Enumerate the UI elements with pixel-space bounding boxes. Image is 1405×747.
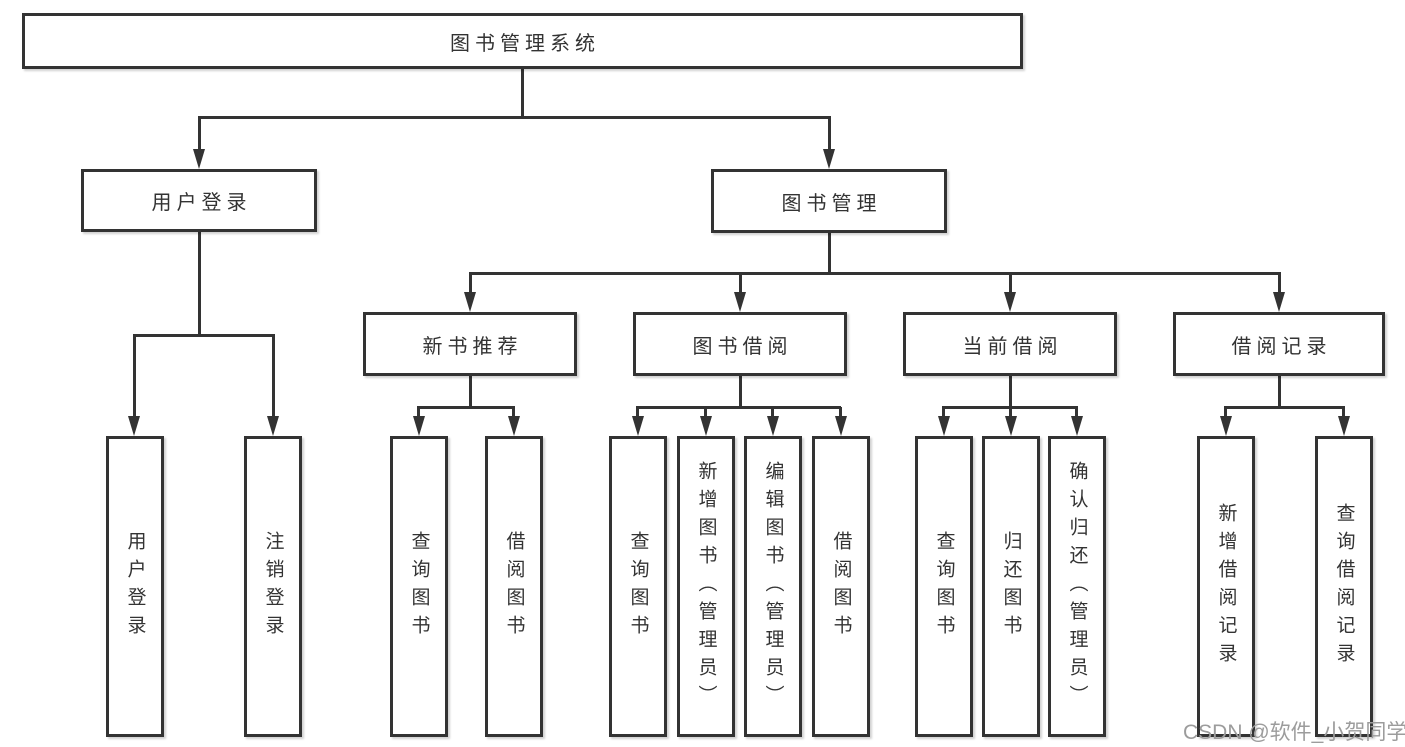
leaf-add-books-admin: 新增图书（管理员）: [677, 436, 735, 737]
edge-level3-rail: [468, 271, 1281, 275]
node-label: 借阅记录: [1231, 335, 1332, 358]
leaf-query-borrow-record: 查询借阅记录: [1315, 436, 1373, 737]
leaf-label: 借阅图书: [830, 530, 852, 643]
node-new-book-recommend: 新书推荐: [363, 312, 577, 376]
edge-to-new-book-recommend: [468, 273, 472, 293]
node-root-library-system: 图书管理系统: [22, 13, 1023, 69]
arrowhead-icon: [1337, 416, 1350, 436]
leaf-return-books: 归还图书: [982, 436, 1040, 737]
edge-leaf-drop: [1342, 407, 1345, 417]
csdn-watermark: CSDN @软件_小贺同学: [1183, 721, 1405, 744]
leaf-confirm-return-admin: 确认归还（管理员）: [1048, 436, 1106, 737]
leaf-label: 注销登录: [262, 530, 284, 643]
arrowhead-icon: [699, 416, 712, 436]
node-book-management: 图书管理: [711, 169, 947, 233]
edge-to-leaf-user-login: [132, 335, 136, 417]
edge-borrow-records-rail: [1224, 405, 1345, 409]
leaf-label: 查询借阅记录: [1333, 502, 1355, 671]
node-book-borrow: 图书借阅: [633, 312, 847, 376]
leaf-label: 编辑图书（管理员）: [762, 460, 784, 713]
node-label: 用户登录: [151, 192, 252, 214]
node-label: 新书推荐: [422, 335, 523, 358]
edge-leaf-drop: [512, 407, 515, 417]
edge-leaf-drop: [417, 407, 420, 417]
leaf-query-books-recommend: 查询图书: [390, 436, 448, 737]
edge-to-leaf-logout: [271, 335, 275, 417]
leaf-borrow-books-recommend: 借阅图书: [485, 436, 543, 737]
leaf-query-books-borrow: 查询图书: [609, 436, 667, 737]
edge-leaf-drop: [636, 407, 639, 417]
leaf-label: 新增借阅记录: [1215, 502, 1237, 671]
arrowhead-icon: [267, 416, 279, 436]
arrowhead-icon: [766, 416, 779, 436]
arrowhead-icon: [823, 149, 835, 169]
edge-borrow-records-stem: [1277, 376, 1281, 407]
leaf-add-borrow-record: 新增借阅记录: [1197, 436, 1255, 737]
leaf-logout: 注销登录: [244, 436, 302, 737]
node-label: 图书管理系统: [450, 32, 600, 55]
edge-to-user-login: [197, 117, 201, 151]
edge-leaf-drop: [1224, 407, 1227, 417]
leaf-label: 查询图书: [408, 530, 430, 643]
leaf-edit-books-admin: 编辑图书（管理员）: [744, 436, 802, 737]
edge-root-stem: [520, 69, 524, 117]
node-label: 图书借阅: [692, 335, 793, 358]
edge-leaf-drop: [1075, 407, 1078, 417]
arrowhead-icon: [937, 416, 950, 436]
arrowhead-icon: [507, 416, 520, 436]
node-label: 图书管理: [781, 192, 882, 215]
arrowhead-icon: [193, 149, 205, 169]
edge-new-book-stem: [468, 376, 472, 407]
edge-leaf-drop: [771, 407, 774, 417]
leaf-label: 归还图书: [1000, 530, 1022, 643]
edge-leaf-drop: [839, 407, 842, 417]
edge-to-borrow-records: [1277, 273, 1281, 293]
node-label: 当前借阅: [962, 335, 1063, 358]
node-current-borrow: 当前借阅: [903, 312, 1117, 376]
leaf-label: 借阅图书: [503, 530, 525, 643]
arrowhead-icon: [128, 416, 140, 436]
edge-new-book-rail: [417, 405, 515, 409]
arrowhead-icon: [734, 292, 746, 312]
edge-to-book-management: [827, 117, 831, 151]
arrowhead-icon: [412, 416, 425, 436]
edge-user-login-rail: [132, 333, 275, 337]
arrowhead-icon: [1004, 292, 1016, 312]
edge-leaf-drop: [942, 407, 945, 417]
leaf-user-login: 用户登录: [106, 436, 164, 737]
edge-book-management-stem: [827, 233, 831, 273]
edge-book-borrow-rail: [636, 405, 841, 409]
edge-current-borrow-stem: [1008, 376, 1012, 407]
edge-book-borrow-stem: [738, 376, 742, 407]
leaf-query-books-current: 查询图书: [915, 436, 973, 737]
edge-user-login-stem: [197, 232, 201, 335]
edge-to-current-borrow: [1008, 273, 1012, 293]
edge-level2-rail: [197, 115, 831, 119]
leaf-label: 用户登录: [124, 530, 146, 643]
node-borrow-records: 借阅记录: [1173, 312, 1385, 376]
leaf-label: 查询图书: [627, 530, 649, 643]
arrowhead-icon: [1273, 292, 1285, 312]
node-user-login: 用户登录: [81, 169, 317, 232]
arrowhead-icon: [834, 416, 847, 436]
leaf-label: 查询图书: [933, 530, 955, 643]
arrowhead-icon: [631, 416, 644, 436]
leaf-label: 新增图书（管理员）: [695, 460, 717, 713]
arrowhead-icon: [464, 292, 476, 312]
edge-leaf-drop: [1009, 407, 1012, 417]
leaf-label: 确认归还（管理员）: [1066, 460, 1088, 713]
arrowhead-icon: [1004, 416, 1017, 436]
arrowhead-icon: [1219, 416, 1232, 436]
arrowhead-icon: [1070, 416, 1083, 436]
edge-to-book-borrow: [738, 273, 742, 293]
edge-leaf-drop: [704, 407, 707, 417]
leaf-borrow-books: 借阅图书: [812, 436, 870, 737]
